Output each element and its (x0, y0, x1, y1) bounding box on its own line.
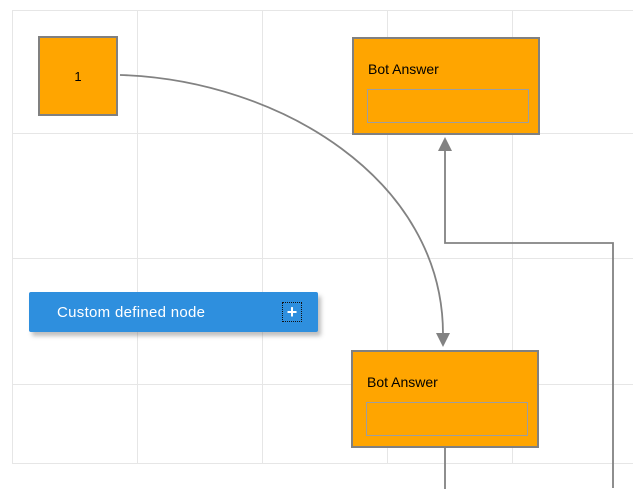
node-bot-answer-bottom[interactable]: Bot Answer (351, 350, 539, 448)
connector-curve[interactable] (119, 74, 444, 335)
custom-node-label: Custom defined node (57, 303, 206, 321)
node-custom-defined[interactable]: Custom defined node + (29, 292, 318, 332)
node-start-label: 1 (74, 68, 82, 84)
plus-icon: + (286, 302, 298, 322)
connector-orthogonal[interactable] (444, 150, 614, 488)
connector-curve-arrowhead-down (436, 333, 450, 347)
bot-answer-bottom-input-box[interactable] (366, 402, 528, 436)
bot-answer-top-input-box[interactable] (367, 89, 529, 123)
connectors-group (119, 74, 614, 489)
node-bot-answer-top[interactable]: Bot Answer (352, 37, 540, 135)
node-start[interactable]: 1 (38, 36, 118, 116)
bot-answer-bottom-title: Bot Answer (367, 374, 438, 390)
connector-orthogonal-arrowhead-up (438, 137, 452, 151)
bot-answer-top-title: Bot Answer (368, 61, 439, 77)
add-user-handle[interactable]: + (282, 302, 302, 322)
